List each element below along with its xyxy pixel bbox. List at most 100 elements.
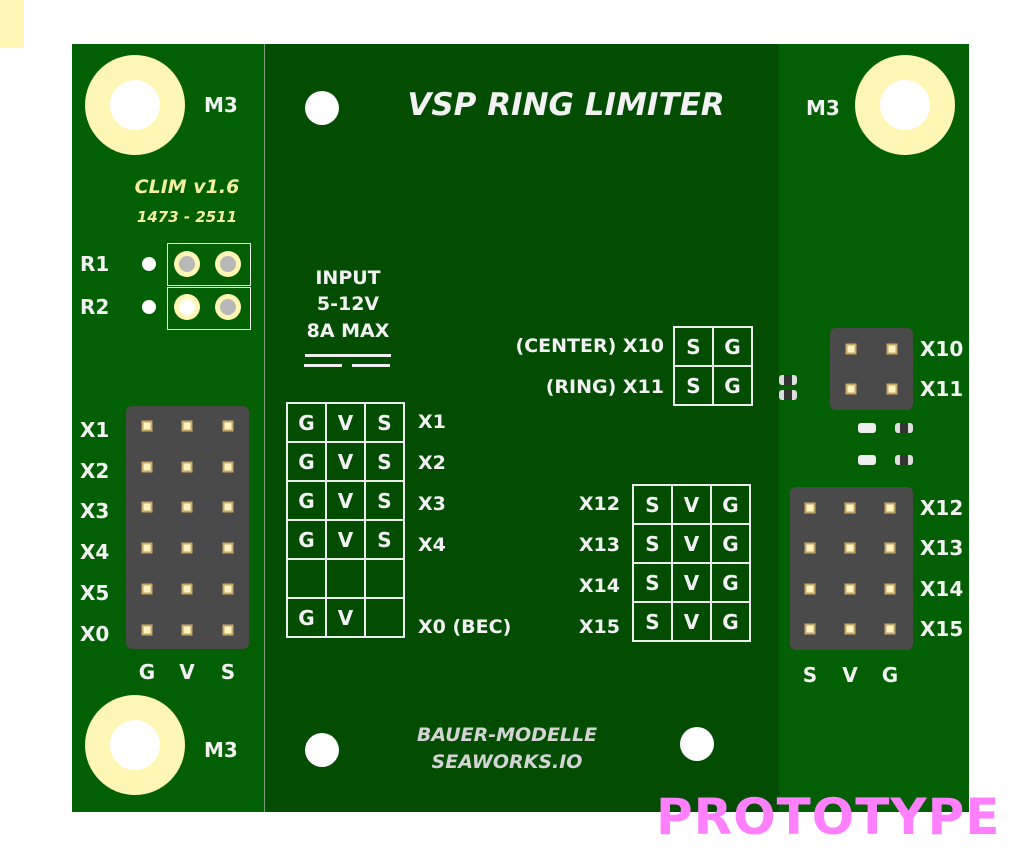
pin [845,343,857,355]
legend-cell: G [710,523,751,564]
maker-label: BAUER-MODELLE [416,724,598,746]
pin [141,501,153,513]
legend-cell: V [325,519,366,560]
smd-component [858,423,876,433]
legend-cell [325,558,366,599]
trim-square-pad [0,24,24,48]
legend-cell: S [364,441,405,482]
legend-cell: G [712,326,753,367]
legend-cell: V [325,597,366,638]
smd-component [779,390,797,400]
legend-cell: V [671,601,712,642]
legend-row [286,558,405,599]
mount-label: M3 [204,738,238,762]
r1-label: R1 [80,252,110,276]
legend-cell: G [710,601,751,642]
header-row-label: X4 [80,540,110,564]
pin [844,623,856,635]
mount-label: M3 [806,96,840,120]
smd-component [779,375,797,385]
legend-cell: S [364,519,405,560]
r2-pads [167,287,251,330]
board-title: VSP RING LIMITER [407,87,725,123]
legend-row-label: X13 [578,534,620,556]
pin [141,624,153,636]
pad-hole [179,256,195,272]
pin [181,420,193,432]
legend-row-label: X0 (BEC) [418,616,512,638]
pad-hole [220,299,236,315]
pin [222,461,234,473]
input-current: 8A MAX [306,320,390,342]
r1-pads [167,243,251,286]
pin [844,583,856,595]
header-row-label: X12 [920,496,964,520]
legend-row-label: X2 [418,452,446,474]
pad-hole [142,257,156,271]
header-col-label: V [179,660,195,684]
pin [844,502,856,514]
legend-cell: G [286,519,327,560]
header-col-label: S [220,660,236,684]
pin [181,461,193,473]
pin [886,383,898,395]
pin [884,542,896,554]
pin [804,583,816,595]
legend-row-label: X14 [578,575,620,597]
pin [222,624,234,636]
legend-cell [286,558,327,599]
legend-cell: G [286,402,327,443]
legend-row-label: X1 [418,411,446,433]
smd-component [895,423,913,433]
legend-cell: S [632,562,673,603]
legend-cell: S [632,523,673,564]
pin [181,501,193,513]
header-row-label: X2 [80,459,110,483]
legend-row-label: X15 [578,616,620,638]
drill-icon [110,80,160,130]
legend-cell: S [632,484,673,525]
header-row-label: X13 [920,536,964,560]
legend-cell [364,558,405,599]
legend-cell: V [671,562,712,603]
pin [141,420,153,432]
legend-cell: V [325,480,366,521]
version-label: CLIM v1.6 [134,176,240,198]
pin [884,623,896,635]
legend-cell: S [673,365,714,406]
smd-component [895,455,913,465]
pin [222,542,234,554]
legend-cell: G [710,562,751,603]
pin [884,583,896,595]
pin [141,583,153,595]
servo-header-right [790,487,913,650]
legend-row-label: X12 [578,493,620,515]
legend-cell: V [325,402,366,443]
legend-cell: S [632,601,673,642]
legend-cell: S [364,480,405,521]
header-col-label: S [802,663,818,687]
pad-hole [142,300,156,314]
pad-hole [179,299,195,315]
legend-cell: G [286,441,327,482]
header-row-label: X1 [80,418,110,442]
pin [804,502,816,514]
smd-component [858,455,876,465]
legend-cell: G [286,597,327,638]
dc-symbol [304,364,342,367]
mount-label: M3 [204,93,238,117]
pin [222,583,234,595]
pin [181,624,193,636]
pin [804,623,816,635]
dc-symbol [305,354,391,357]
header-row-label: X10 [920,337,964,361]
